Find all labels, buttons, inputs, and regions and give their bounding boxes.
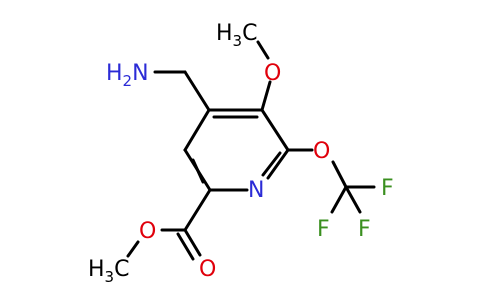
methoxy-group: O H3C — [216, 21, 281, 112]
bond-c4-ch2 — [183, 70, 211, 112]
fluorine-label-3: F — [358, 217, 371, 242]
bond-c-f3 — [344, 185, 362, 214]
bond-o-ch3 — [256, 40, 270, 60]
pyridine-ring — [183, 108, 290, 192]
ring-double-bond-c6-c5 — [191, 158, 205, 184]
ester-oxygen-label: O — [139, 219, 156, 244]
trifluoromethoxy-oxygen-label: O — [313, 139, 330, 164]
methyl-ester-group: O O H3C — [88, 188, 216, 286]
bond-c6-carbonyl — [183, 188, 212, 232]
bond-c-f2 — [330, 185, 348, 214]
fluorine-label-1: F — [381, 176, 394, 201]
trifluoromethoxy-group: O F F F — [286, 139, 394, 242]
aminomethyl-group: H2N — [106, 61, 211, 112]
bond-o-methyl — [126, 240, 140, 258]
ring-double-bond-c2-n — [261, 151, 282, 177]
methoxy-oxygen-label: O — [264, 61, 281, 86]
ring-nitrogen-label: N — [248, 178, 264, 203]
bond-o-cf3 — [331, 160, 348, 189]
bond-carbonyl-double-o-a — [183, 228, 202, 257]
bond-carbonyl-double-o-b — [176, 232, 195, 261]
ring-bond-c3-c2 — [260, 108, 290, 152]
ring-bond-c2-n — [266, 148, 290, 180]
ring-bond-c5-c4 — [183, 108, 211, 152]
amine-label: H2N — [106, 61, 149, 90]
bond-c3-o — [260, 80, 272, 112]
fluorine-label-2: F — [317, 217, 330, 242]
carbonyl-oxygen-label: O — [199, 257, 216, 282]
ester-methyl-label: H3C — [88, 257, 129, 286]
methoxy-methyl-label: H3C — [216, 21, 257, 50]
